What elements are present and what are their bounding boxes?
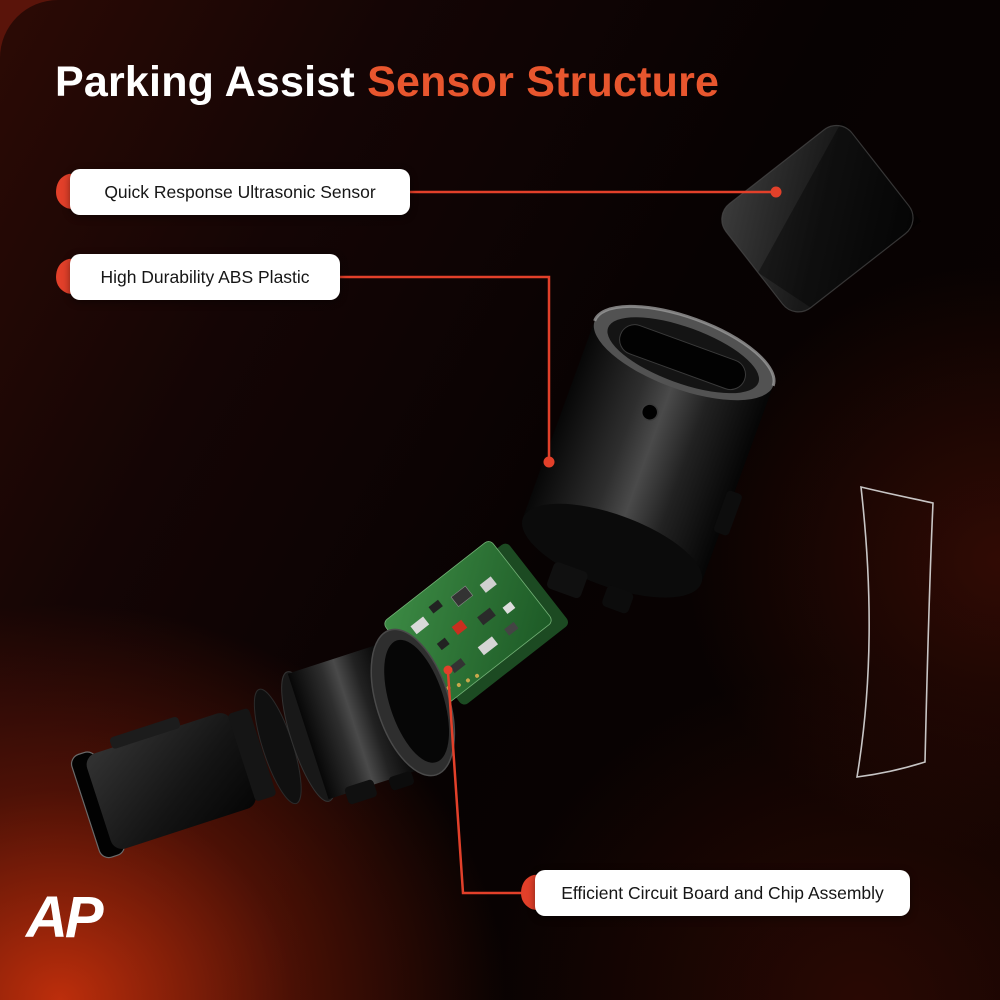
callout-label: High Durability ABS Plastic: [70, 254, 340, 300]
page-title-accent: Sensor Structure: [367, 58, 720, 106]
callout-circuit-board: Efficient Circuit Board and Chip Assembl…: [521, 870, 910, 916]
callout-label: Efficient Circuit Board and Chip Assembl…: [535, 870, 910, 916]
brand-logo: AP: [26, 885, 104, 950]
callout-abs-plastic: High Durability ABS Plastic: [56, 254, 340, 300]
page-title-main: Parking Assist: [55, 58, 355, 106]
callout-label: Quick Response Ultrasonic Sensor: [70, 169, 410, 215]
callout-ultrasonic-sensor: Quick Response Ultrasonic Sensor: [56, 169, 410, 215]
page-title: Parking Assist Sensor Structure: [55, 58, 719, 107]
